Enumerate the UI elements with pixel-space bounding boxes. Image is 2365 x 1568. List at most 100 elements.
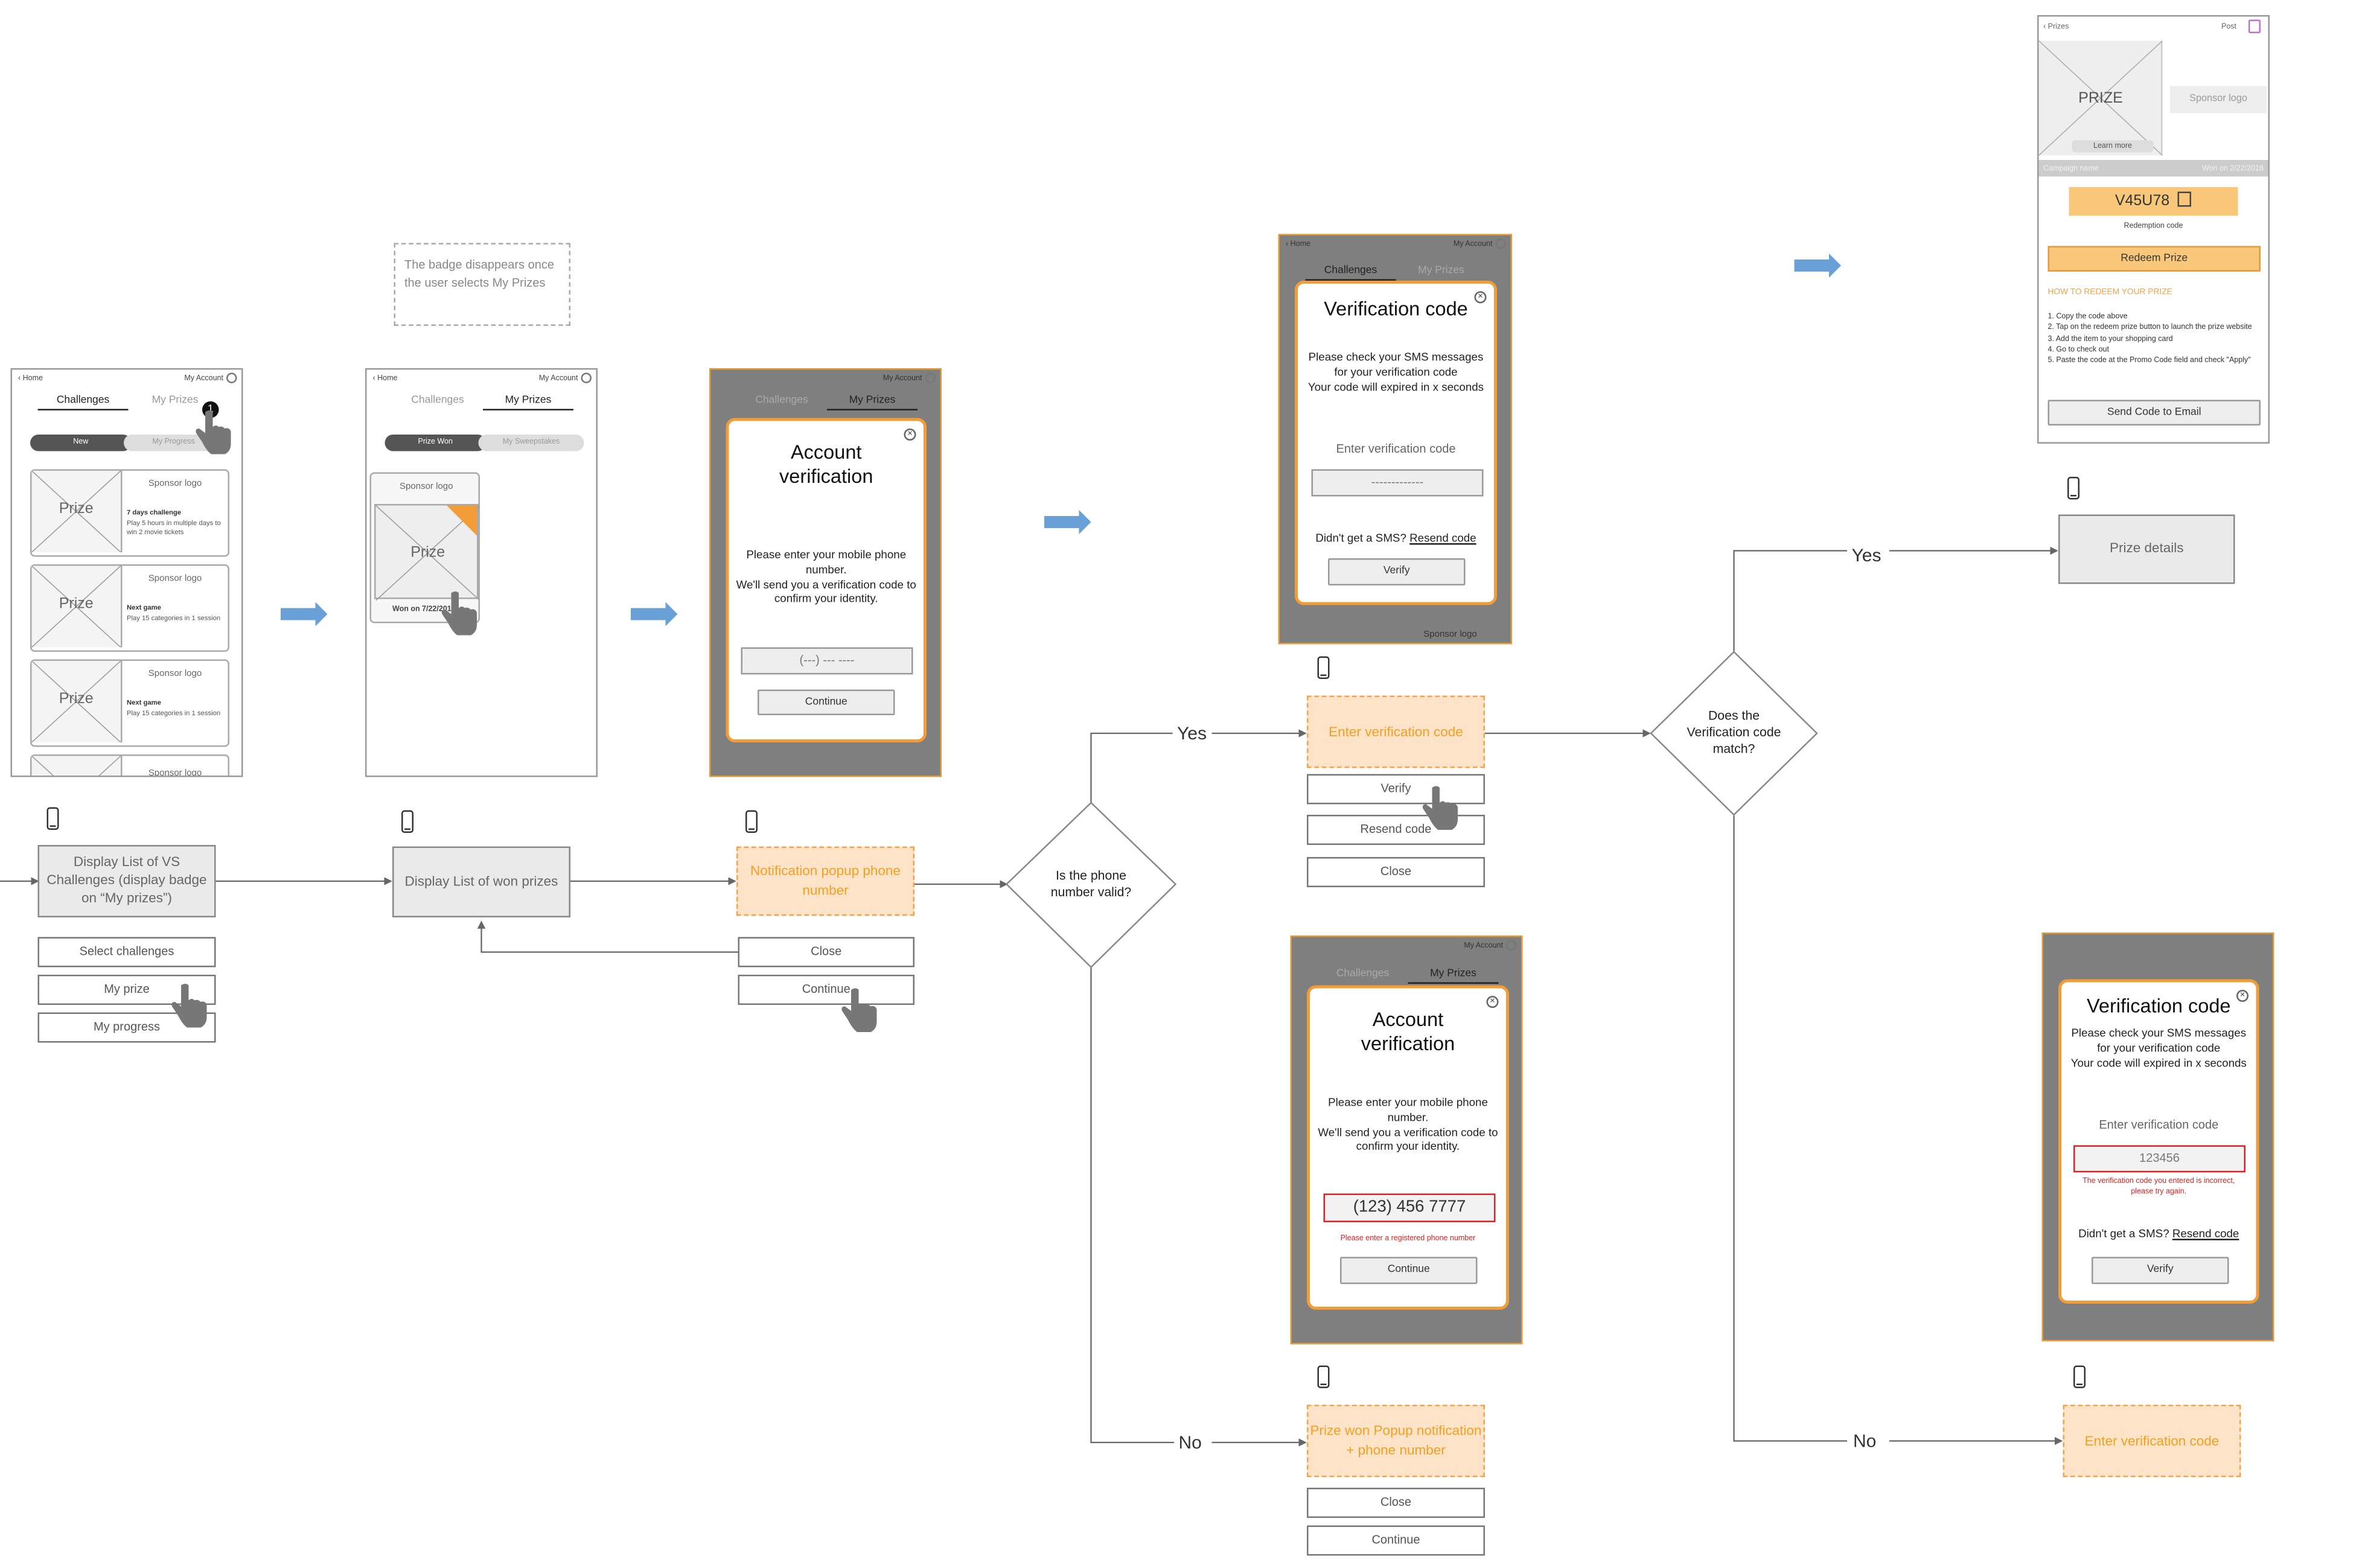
process-display-won-prizes: Display List of won prizes <box>392 846 570 917</box>
notification-enter-code: Enter verification code <box>2063 1404 2241 1477</box>
close-icon[interactable]: × <box>904 429 916 441</box>
modal-title: Verification code <box>2086 994 2231 1018</box>
sponsor-logo: Sponsor logo <box>148 670 202 679</box>
won-date: Won on 2/22/2018 <box>2202 164 2264 174</box>
close-option[interactable]: Close <box>1307 1488 1485 1518</box>
step-item: 5. Paste the code at the Promo Code fiel… <box>2047 356 2251 365</box>
hand-pointer-icon <box>441 591 477 636</box>
gear-icon[interactable] <box>581 372 592 383</box>
back-home-link[interactable]: ‹ Home <box>1286 240 1311 249</box>
top-bar: ‹ Home My Account <box>12 370 241 390</box>
hand-pointer-icon <box>171 984 207 1028</box>
sponsor-logo: Sponsor logo <box>1423 631 1477 640</box>
my-account-link[interactable]: My Account <box>538 374 578 383</box>
copy-icon[interactable] <box>2178 191 2192 207</box>
challenge-title: Next game <box>127 604 161 611</box>
resend-code-link[interactable]: Resend code <box>2172 1226 2239 1241</box>
continue-button[interactable]: Continue <box>1340 1257 1478 1284</box>
challenge-description: Play 5 hours in multiple days to win 2 m… <box>127 519 221 536</box>
sponsor-logo: Sponsor logo <box>148 770 202 777</box>
close-option[interactable]: Close <box>1307 857 1485 887</box>
sponsor-logo: Sponsor logo <box>148 575 202 584</box>
pill-prize-won[interactable]: Prize Won <box>385 435 486 451</box>
decision-label-phone-valid: Is the phone number valid? <box>1050 867 1132 900</box>
select-challenges-option[interactable]: Select challenges <box>37 937 216 967</box>
verify-option[interactable]: Verify <box>1307 774 1485 805</box>
redemption-code[interactable]: V45U78 <box>2069 187 2238 216</box>
decision-code-match <box>1650 651 1818 816</box>
continue-option[interactable]: Continue <box>738 975 914 1005</box>
yes-label: Yes <box>1172 722 1211 744</box>
gear-icon[interactable] <box>1506 940 1517 951</box>
my-prize-option[interactable]: My prize <box>37 975 216 1005</box>
send-code-email-button[interactable]: Send Code to Email <box>2047 400 2261 425</box>
verify-button[interactable]: Verify <box>2092 1257 2229 1284</box>
back-home-link[interactable]: ‹ Home <box>372 374 398 383</box>
screen-prize-details: ‹ Prizes Post PRIZE Learn more Sponsor l… <box>2037 15 2270 444</box>
challenge-card[interactable]: Prize Sponsor logo Next game Play 15 cat… <box>30 659 229 747</box>
challenge-title: 7 days challenge <box>127 508 182 517</box>
modal-text: Please check your SMS messages for your … <box>2070 1026 2247 1069</box>
redemption-code-value: V45U78 <box>2114 193 2170 210</box>
learn-more-button[interactable]: Learn more <box>2072 140 2154 153</box>
close-icon[interactable]: × <box>1474 291 1487 304</box>
code-input[interactable]: 123456 <box>2073 1145 2245 1173</box>
screen-account-verification: My Account Challenges My Prizes × Accoun… <box>709 368 942 777</box>
my-progress-option[interactable]: My progress <box>37 1012 216 1043</box>
yes-label: Yes <box>1847 544 1886 566</box>
back-prizes-link[interactable]: ‹ Prizes <box>2043 22 2069 32</box>
screen-account-verification-error: My Account Challenges My Prizes × Accoun… <box>1290 935 1523 1345</box>
close-icon[interactable]: × <box>2236 990 2249 1002</box>
resend-code-link[interactable]: Resend code <box>1409 531 1476 545</box>
verify-button[interactable]: Verify <box>1328 558 1466 585</box>
pill-new[interactable]: New <box>30 435 132 451</box>
my-account-link[interactable]: My Account <box>1464 942 1503 951</box>
close-option[interactable]: Close <box>738 937 914 967</box>
my-account-link[interactable]: My Account <box>1453 240 1493 249</box>
notification-enter-code: Enter verification code <box>1307 695 1485 768</box>
step-item: 4. Go to check out <box>2047 345 2109 354</box>
gear-icon[interactable] <box>1495 238 1506 249</box>
tab-challenges[interactable]: Challenges <box>411 395 464 406</box>
tab-my-prizes[interactable]: My Prizes <box>483 395 573 410</box>
continue-option[interactable]: Continue <box>1307 1525 1485 1556</box>
mobile-device-icon <box>745 810 758 833</box>
prize-image-placeholder: Prize <box>31 661 123 742</box>
challenge-card[interactable]: Sponsor logo <box>30 754 229 777</box>
phone-input[interactable]: (123) 456 7777 <box>1323 1193 1496 1222</box>
share-icon[interactable] <box>2249 19 2261 33</box>
verification-modal: × Account verification Please enter your… <box>1307 985 1509 1310</box>
decision-label-code-match: Does the Verification code match? <box>1687 707 1781 756</box>
close-icon[interactable]: × <box>1486 996 1499 1008</box>
challenge-card[interactable]: Prize Sponsor logo 7 days challenge Play… <box>30 469 229 557</box>
gear-icon[interactable] <box>925 372 936 383</box>
modal-title: Account verification <box>1361 1008 1455 1054</box>
back-home-link[interactable]: ‹ Home <box>18 374 43 383</box>
challenge-description: Play 15 categories in 1 session <box>127 709 221 717</box>
phone-input[interactable]: (---) --- ---- <box>741 647 913 675</box>
redeem-prize-button[interactable]: Redeem Prize <box>2047 246 2261 272</box>
hand-pointer-icon <box>196 410 231 454</box>
error-message: Please enter a registered phone number <box>1340 1234 1476 1243</box>
sponsor-logo: Sponsor logo <box>2170 86 2267 113</box>
gear-icon[interactable] <box>226 372 237 383</box>
mobile-device-icon <box>1317 656 1330 679</box>
post-link[interactable]: Post <box>2221 22 2237 32</box>
continue-button[interactable]: Continue <box>758 689 895 715</box>
pill-my-sweepstakes[interactable]: My Sweepstakes <box>478 435 584 451</box>
prize-image-placeholder <box>31 756 123 776</box>
tab-challenges: Challenges <box>1305 266 1396 281</box>
prize-image-placeholder: Prize <box>31 566 123 648</box>
challenge-card[interactable]: Prize Sponsor logo Next game Play 15 cat… <box>30 564 229 652</box>
my-account-link[interactable]: My Account <box>184 374 223 383</box>
blue-arrows <box>281 253 1841 626</box>
prize-card[interactable]: Sponsor logo Prize Won on 7/22/2018 <box>369 472 480 623</box>
screen-verification-code-error: × Verification code Please check your SM… <box>2041 932 2274 1342</box>
tab-my-prizes[interactable]: My Prizes <box>152 395 199 406</box>
code-input[interactable]: ------------- <box>1311 469 1484 497</box>
resend-prompt: Didn't get a SMS? <box>2078 1226 2169 1241</box>
tab-challenges[interactable]: Challenges <box>37 395 129 410</box>
my-account-link[interactable]: My Account <box>882 374 922 383</box>
error-message: The verification code you entered is inc… <box>2083 1177 2235 1196</box>
modal-text: Please check your SMS messages for your … <box>1307 350 1484 394</box>
